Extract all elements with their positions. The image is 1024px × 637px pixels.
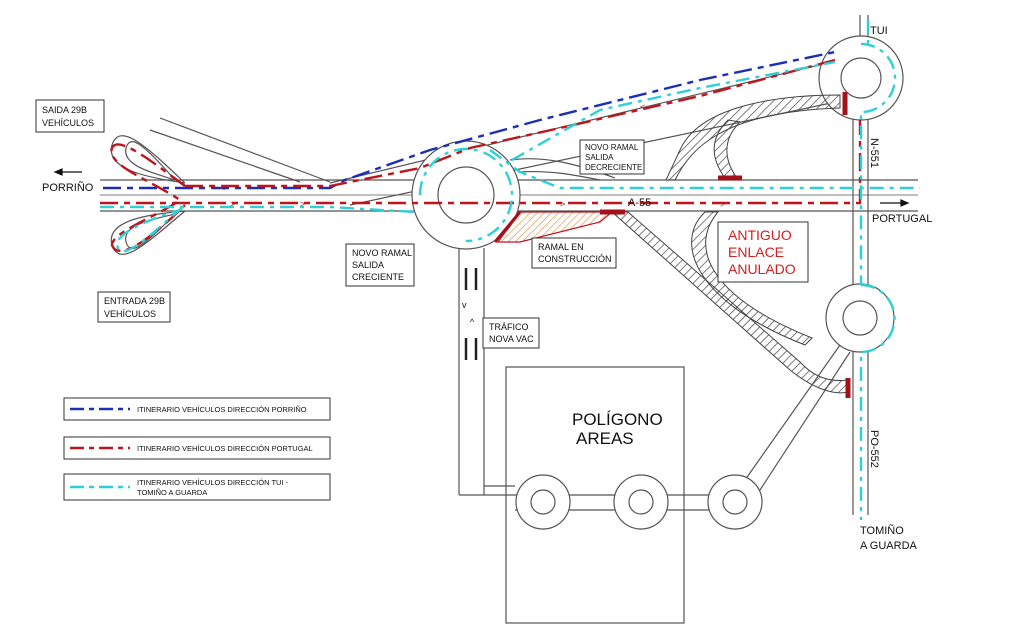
antiguo-1: ANTIGUO [728,227,792,243]
a55-motorway [100,179,918,212]
trafico-1: TRÁFICO [489,322,529,332]
poligono-roundabouts [515,474,763,530]
legend-label-tui-1: ITINERARIO VEHÍCULOS DIRECCIÓN TUI - [137,478,289,487]
arrow-right-icon: > [720,199,725,209]
old-interchange-hatched [610,94,849,394]
chevron-up-icon: ^ [470,317,475,327]
antiguo-2: ENLACE [728,244,784,260]
road-n551-label: N-551 [868,138,880,168]
road-po552-label: PO-552 [868,430,880,468]
legend-label-tui-2: TOMIÑO A GUARDA [137,488,207,497]
poligono-label-1: POLÍGONO [572,410,663,429]
legend-label-portugal: ITINERARIO VEHÍCULOS DIRECCIÓN PORTUGAL [137,444,313,453]
ramal-creciente-1: NOVO RAMAL [352,248,412,258]
ramal-construccion-area [496,211,614,243]
south-n551-roundabout [825,283,895,353]
arrow-left-icon: < [220,183,225,193]
central-roundabout [411,140,521,250]
entrada-box [97,291,171,323]
arrow-right-icon: > [230,199,235,209]
trafico-box [482,317,540,349]
antiguo-box [717,221,809,283]
ramal-construccion-1: RAMAL EN [538,242,584,252]
ramal-decreciente-3: DECRECIENTE [585,163,642,172]
saida-label-2: VEHÍCULOS [42,118,94,128]
poligono-label-2: AREAS [576,429,634,448]
ramal-decreciente-2: SALIDA [585,153,614,162]
ramal-creciente-box [345,243,415,287]
ramal-construccion-2: CONSTRUCCIÓN [538,254,612,264]
entrada-label-2: VEHÍCULOS [104,309,156,319]
south-access-road [458,248,515,496]
ramal-decreciente-1: NOVO RAMAL [585,143,639,152]
tui-branch-road [329,59,846,206]
traffic-direction-marks [464,268,478,360]
ramal-decreciente-box [579,139,645,175]
antiguo-3: ANULADO [728,261,796,277]
arrow-left-icon: < [640,102,645,112]
saida-label-1: SAIDA 29B [42,105,87,115]
portugal-arrow-icon [880,199,910,207]
direction-arrows: > > > > < < [220,102,725,209]
place-porrino: PORRIÑO [42,181,94,194]
place-portugal: PORTUGAL [872,213,932,225]
route-portugal-red [100,58,862,252]
ramal-creciente-2: SALIDA [352,260,384,270]
place-tui: TUI [870,25,888,37]
ramal-creciente-3: CRECIENTE [352,272,404,282]
route-porrino-blue [103,50,836,190]
entrada-label-1: ENTRADA 29B [104,296,165,306]
legend: ITINERARIO VEHÍCULOS DIRECCIÓN PORRIÑO I… [63,397,331,501]
chevron-down-icon: v [462,300,467,310]
legend-label-porrino: ITINERARIO VEHÍCULOS DIRECCIÓN PORRIÑO [137,405,307,414]
place-tomino: TOMIÑO [860,524,904,537]
road-a55-label: A-55 [628,197,651,209]
closure-marks [493,92,851,398]
trafico-2: NOVA VAC [489,334,534,344]
arrow-right-icon: > [560,199,565,209]
route-tui-cyan [100,20,920,520]
legend-item-porrino [63,397,331,421]
arrow-right-icon: > [300,199,305,209]
legend-item-portugal [63,436,331,460]
porrino-arrow-icon [53,168,82,176]
place-a-guarda: A GUARDA [860,540,918,552]
ramal-construccion-box [531,237,617,269]
saida-box [35,99,105,133]
